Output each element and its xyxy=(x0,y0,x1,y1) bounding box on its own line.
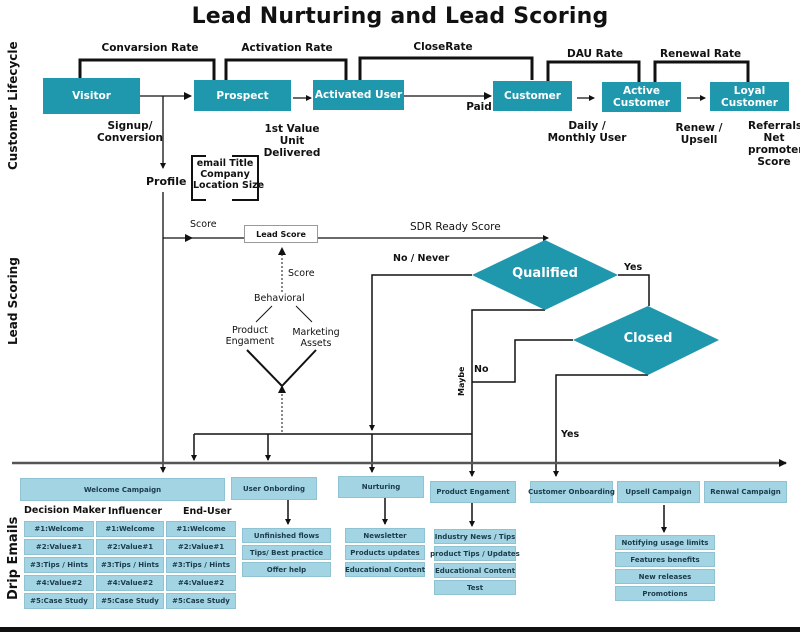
qualified-label[interactable]: Qualified xyxy=(512,266,578,281)
influencer-emails: #1:Welcome #2:Value#1 #3:Tips / Hints #4… xyxy=(96,521,164,609)
email-item[interactable]: #5:Case Study xyxy=(166,593,236,609)
email-item[interactable]: #2:Value#1 xyxy=(166,539,236,555)
sdr-ready-label: SDR Ready Score xyxy=(410,221,501,233)
drip-item[interactable]: Features benefits xyxy=(615,552,715,567)
rate-dau: DAU Rate xyxy=(566,48,623,60)
marketing-assets-label: Marketing Assets xyxy=(292,327,340,349)
product-engagement-label: Product Engament xyxy=(225,325,275,347)
behavior-score-label: Score xyxy=(288,268,315,279)
user-onboarding-items: Unfinished flows Tips/ Best practice Off… xyxy=(242,528,331,577)
nurturing-items: Newsletter Products updates Educational … xyxy=(345,528,425,577)
no-never-label: No / Never xyxy=(393,253,450,264)
rate-activation: Activation Rate xyxy=(241,42,333,54)
closed-label[interactable]: Closed xyxy=(623,331,673,346)
drip-item[interactable]: Notifying usage limits xyxy=(615,535,715,550)
email-item[interactable]: #1:Welcome xyxy=(166,521,236,537)
drip-item[interactable]: Offer help xyxy=(242,562,331,577)
drip-item[interactable]: Educational Content xyxy=(345,562,425,577)
stage-activated-user[interactable]: Activated User xyxy=(313,80,404,110)
yes-closed-label: Yes xyxy=(561,429,580,440)
stage-active-customer[interactable]: Active Customer xyxy=(602,82,681,112)
annotation-referrals: Referrals/ Net promoter Score xyxy=(748,120,800,168)
rate-renewal: Renewal Rate xyxy=(660,48,742,60)
email-item[interactable]: #2:Value#1 xyxy=(96,539,164,555)
email-item[interactable]: #3:Tips / Hints xyxy=(24,557,94,573)
section-label-lifecycle: Customer Lifecycle xyxy=(6,41,20,170)
rate-close: CloseRate xyxy=(413,41,473,53)
bottom-border xyxy=(0,627,800,632)
stage-visitor[interactable]: Visitor xyxy=(43,78,140,114)
renewal-campaign[interactable]: Renwal Campaign xyxy=(704,481,787,503)
yes-qualified-label: Yes xyxy=(624,262,643,273)
annotation-value-unit: 1st Value Unit Delivered xyxy=(263,123,321,159)
drip-item[interactable]: New releases xyxy=(615,569,715,584)
email-item[interactable]: #4:Value#2 xyxy=(24,575,94,591)
email-item[interactable]: #2:Value#1 xyxy=(24,539,94,555)
drip-item[interactable]: Test xyxy=(434,580,516,595)
user-onboarding-campaign[interactable]: User Onbording xyxy=(231,477,317,500)
profile-fields: email Title Company Location Size xyxy=(193,158,265,191)
email-item[interactable]: #4:Value#2 xyxy=(96,575,164,591)
maybe-label: Maybe xyxy=(457,366,466,396)
drip-item[interactable]: Promotions xyxy=(615,586,715,601)
behavioral-label: Behavioral xyxy=(254,293,305,304)
annotation-signup: Signup/ Conversion xyxy=(96,120,164,144)
stage-loyal-customer[interactable]: Loyal Customer xyxy=(710,82,789,111)
persona-influencer: Influencer xyxy=(108,506,163,517)
upsell-items: Notifying usage limits Features benefits… xyxy=(615,535,715,601)
end-user-emails: #1:Welcome #2:Value#1 #3:Tips / Hints #4… xyxy=(166,521,236,609)
upsell-campaign[interactable]: Upsell Campaign xyxy=(617,481,700,503)
email-item[interactable]: #3:Tips / Hints xyxy=(96,557,164,573)
email-item[interactable]: #1:Welcome xyxy=(24,521,94,537)
stage-customer[interactable]: Customer xyxy=(493,81,572,111)
annotation-paid: Paid xyxy=(466,101,492,113)
email-item[interactable]: #1:Welcome xyxy=(96,521,164,537)
drip-item[interactable]: Educational Content xyxy=(434,563,516,578)
drip-item[interactable]: product Tips / Updates xyxy=(430,546,520,561)
rate-brackets xyxy=(78,56,750,82)
stage-prospect[interactable]: Prospect xyxy=(194,80,291,111)
product-engagement-items: Industry News / Tips product Tips / Upda… xyxy=(430,529,520,595)
annotation-renew-upsell: Renew / Upsell xyxy=(675,122,723,146)
drip-item[interactable]: Unfinished flows xyxy=(242,528,331,543)
decision-maker-emails: #1:Welcome #2:Value#1 #3:Tips / Hints #4… xyxy=(24,521,94,609)
drip-item[interactable]: Products updates xyxy=(345,545,425,560)
product-engagement-campaign[interactable]: Product Engament xyxy=(430,481,516,503)
no-label: No xyxy=(474,364,489,375)
persona-end-user: End-User xyxy=(183,506,232,517)
profile-field: Location Size xyxy=(193,180,265,191)
nurturing-campaign[interactable]: Nurturing xyxy=(338,476,424,498)
customer-onboarding-campaign[interactable]: Customer Onboarding xyxy=(528,481,615,503)
page-title: Lead Nurturing and Lead Scoring xyxy=(191,4,609,29)
section-label-scoring: Lead Scoring xyxy=(6,257,20,345)
rate-conversion: Convarsion Rate xyxy=(101,42,199,54)
persona-decision-maker: Decision Maker xyxy=(24,505,106,516)
email-item[interactable]: #5:Case Study xyxy=(96,593,164,609)
welcome-campaign[interactable]: Welcome Campaign xyxy=(20,478,225,501)
score-label: Score xyxy=(190,219,217,230)
lead-score-box[interactable]: Lead Score xyxy=(244,225,318,243)
section-label-drip: Drip Emails xyxy=(6,516,21,600)
drip-item[interactable]: Tips/ Best practice xyxy=(242,545,331,560)
profile-label: Profile xyxy=(146,175,187,188)
email-item[interactable]: #5:Case Study xyxy=(24,593,94,609)
profile-field: Company xyxy=(200,169,250,180)
email-item[interactable]: #4:Value#2 xyxy=(166,575,236,591)
drip-item[interactable]: Newsletter xyxy=(345,528,425,543)
profile-field: email Title xyxy=(196,158,254,169)
email-item[interactable]: #3:Tips / Hints xyxy=(166,557,236,573)
annotation-daily-monthly: Daily / Monthly User xyxy=(547,120,627,144)
drip-item[interactable]: Industry News / Tips xyxy=(434,529,516,544)
